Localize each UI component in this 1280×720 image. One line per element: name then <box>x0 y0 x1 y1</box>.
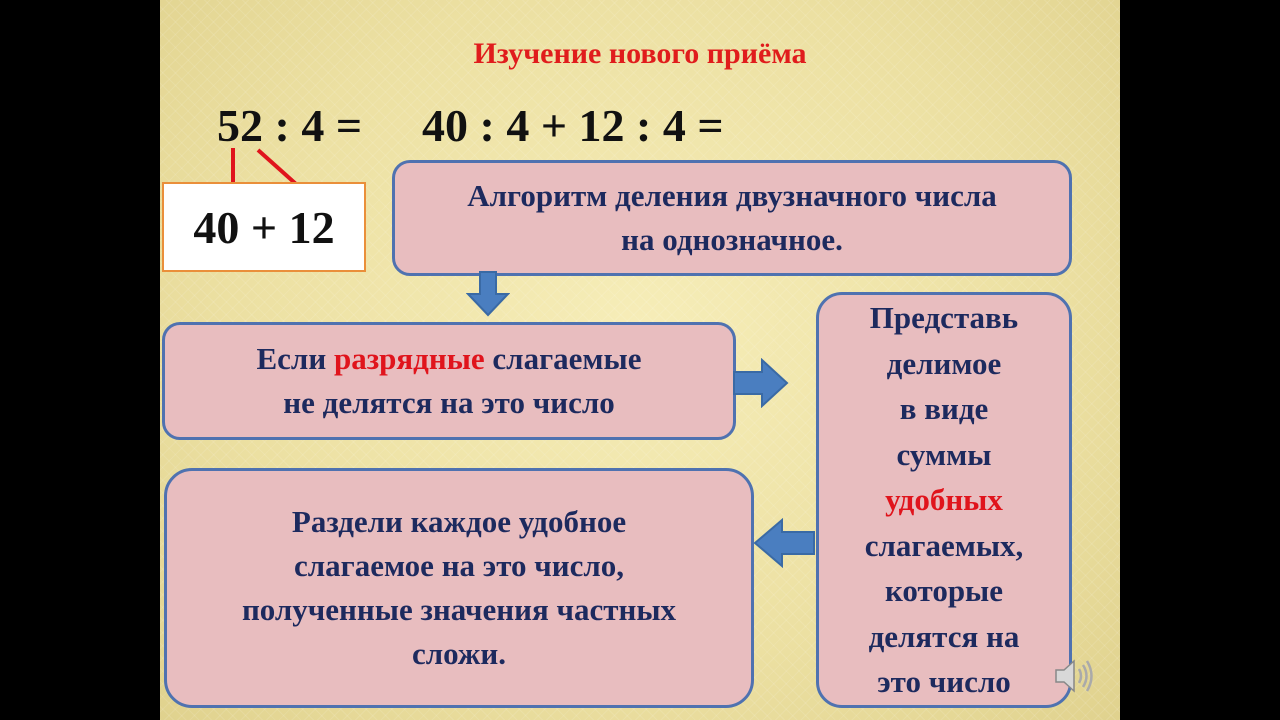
if-line-1: Если разрядные слагаемые <box>257 337 642 381</box>
arrow-left-icon <box>753 518 815 568</box>
represent-line-3: в виде <box>899 391 989 427</box>
equation-left: 52 : 4 = <box>217 100 363 151</box>
algorithm-box: Алгоритм деления двузначного числа на од… <box>392 160 1072 276</box>
algorithm-line-2: на однозначное. <box>621 222 843 257</box>
decomposition-box: 40 + 12 <box>162 182 366 272</box>
divide-line-2: слагаемое на это число, <box>293 548 625 583</box>
represent-line-8: делятся на <box>868 618 1020 654</box>
divide-box: Раздели каждое удобное слагаемое на это … <box>164 468 754 708</box>
represent-line-2: делимое <box>886 345 1002 381</box>
if-box: Если разрядные слагаемые не делятся на э… <box>162 322 736 440</box>
represent-highlight: удобных <box>885 482 1003 518</box>
represent-line-6: слагаемых, <box>864 527 1024 563</box>
slide-title: Изучение нового приёма <box>473 37 807 70</box>
speaker-icon[interactable] <box>1052 656 1098 696</box>
represent-line-7: которые <box>884 573 1004 609</box>
if-line-2: не делятся на это число <box>283 385 615 420</box>
decomposition-lines <box>231 148 298 186</box>
represent-line-9: это число <box>877 664 1011 700</box>
slide: Изучение нового приёма 52 : 4 = 40 : 4 +… <box>160 0 1120 720</box>
arrow-down-icon <box>466 271 510 317</box>
represent-box: Представь делимое в виде суммы удобных с… <box>816 292 1072 708</box>
if-highlight: разрядные <box>333 341 485 376</box>
equation-right: 40 : 4 + 12 : 4 = <box>422 100 724 151</box>
divide-line-4: сложи. <box>412 636 506 671</box>
divide-line-1: Раздели каждое удобное <box>291 504 627 539</box>
represent-line-1: Представь <box>869 300 1019 336</box>
divide-line-3: полученные значения частных <box>241 592 677 627</box>
arrow-right-icon <box>733 358 789 408</box>
if-text-part-2: слагаемые <box>484 341 642 376</box>
if-text-part-1: Если <box>256 341 334 376</box>
represent-line-4: суммы <box>896 436 992 472</box>
algorithm-line-1: Алгоритм деления двузначного числа <box>467 178 997 213</box>
